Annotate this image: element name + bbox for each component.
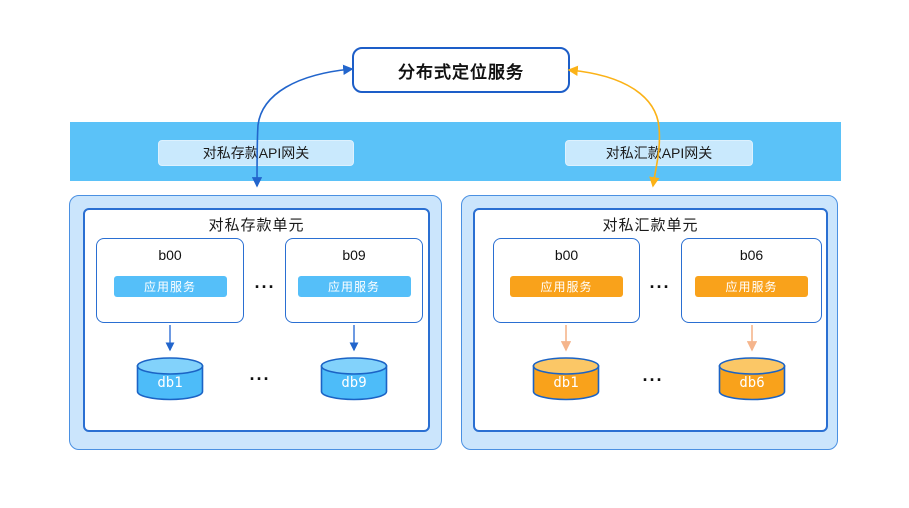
- remittance-gateway-label: 对私汇款API网关: [565, 140, 753, 166]
- remittance-dbs-ellipsis: ···: [642, 370, 664, 390]
- deposit-cells-ellipsis: ···: [254, 277, 276, 297]
- cell-name: b00: [158, 247, 182, 263]
- db-label: db6: [739, 375, 764, 391]
- cell-name: b00: [554, 247, 579, 263]
- app-service-badge: 应用服务: [113, 276, 227, 297]
- remittance-cells-ellipsis: ···: [649, 277, 671, 297]
- deposit-cell-b09: b09 应用服务: [285, 238, 423, 323]
- db-label: db1: [553, 375, 578, 391]
- deposit-db9-cylinder-icon: db9: [320, 357, 388, 401]
- db-label: db9: [341, 375, 366, 391]
- location-service-label: 分布式定位服务: [398, 62, 524, 82]
- db-label: db1: [157, 375, 182, 391]
- app-service-badge: 应用服务: [510, 276, 623, 297]
- remittance-db1-cylinder-icon: db1: [532, 357, 600, 401]
- deposit-gateway-label: 对私存款API网关: [158, 140, 354, 166]
- deposit-gateway-text: 对私存款API网关: [202, 145, 310, 161]
- remittance-cell-b06: b06 应用服务: [681, 238, 822, 323]
- remittance-gateway-text: 对私汇款API网关: [605, 145, 713, 161]
- deposit-cell-b00: b00 应用服务: [96, 238, 244, 323]
- remittance-db6-cylinder-icon: db6: [718, 357, 786, 401]
- remittance-cell-b00: b00 应用服务: [493, 238, 640, 323]
- app-service-badge: 应用服务: [695, 276, 808, 297]
- deposit-unit-title: 对私存款单元: [208, 216, 305, 234]
- deposit-db1-cylinder-icon: db1: [136, 357, 204, 401]
- app-service-badge: 应用服务: [297, 276, 411, 297]
- cell-name: b09: [342, 247, 366, 263]
- cell-name: b06: [739, 247, 764, 263]
- location-service-box: 分布式定位服务: [352, 47, 570, 93]
- deposit-dbs-ellipsis: ···: [249, 369, 271, 389]
- remittance-unit-title: 对私汇款单元: [602, 216, 699, 234]
